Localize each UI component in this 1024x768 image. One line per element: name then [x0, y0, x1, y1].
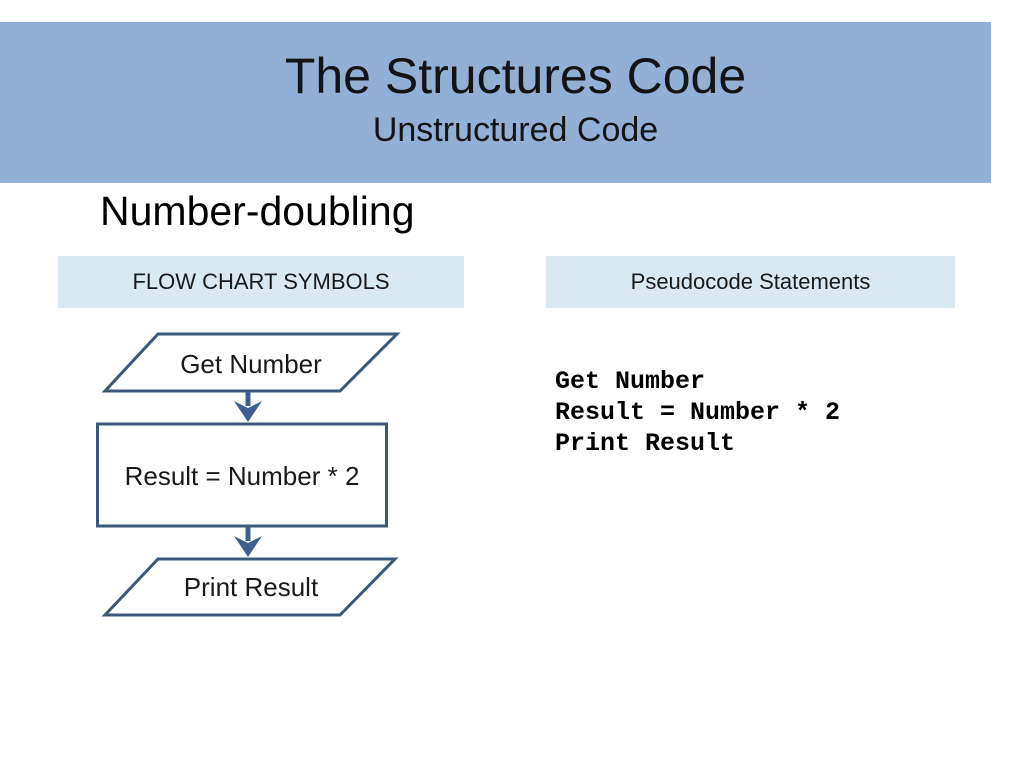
- arrow-process-to-output-head: [234, 536, 262, 557]
- flowchart-column-header: FLOW CHART SYMBOLS: [58, 256, 464, 308]
- process-rectangle: [96, 422, 388, 528]
- pseudocode-column-header: Pseudocode Statements: [546, 256, 955, 308]
- pseudocode-block: Get Number Result = Number * 2 Print Res…: [555, 366, 840, 459]
- input-parallelogram: [101, 332, 401, 393]
- title-band: The Structures Code Unstructured Code: [0, 22, 991, 183]
- flowchart-column-header-label: FLOW CHART SYMBOLS: [132, 269, 390, 294]
- slide-subtitle: Unstructured Code: [372, 110, 659, 149]
- pseudocode-line: Print Result: [555, 429, 736, 458]
- flowchart-input-label: Get Number: [180, 349, 322, 379]
- flowchart-output-label: Print Result: [183, 572, 319, 602]
- flowchart-process-label: Result = Number * 2: [124, 461, 360, 491]
- slide-title: The Structures Code: [284, 47, 747, 104]
- arrow-input-to-process-head: [234, 401, 262, 422]
- section-heading: Number-doubling: [100, 188, 415, 234]
- pseudocode-line: Result = Number * 2: [555, 398, 841, 427]
- pseudocode-column-header-label: Pseudocode Statements: [630, 269, 871, 294]
- output-parallelogram: [101, 557, 399, 617]
- pseudocode-line: Get Number: [555, 367, 706, 396]
